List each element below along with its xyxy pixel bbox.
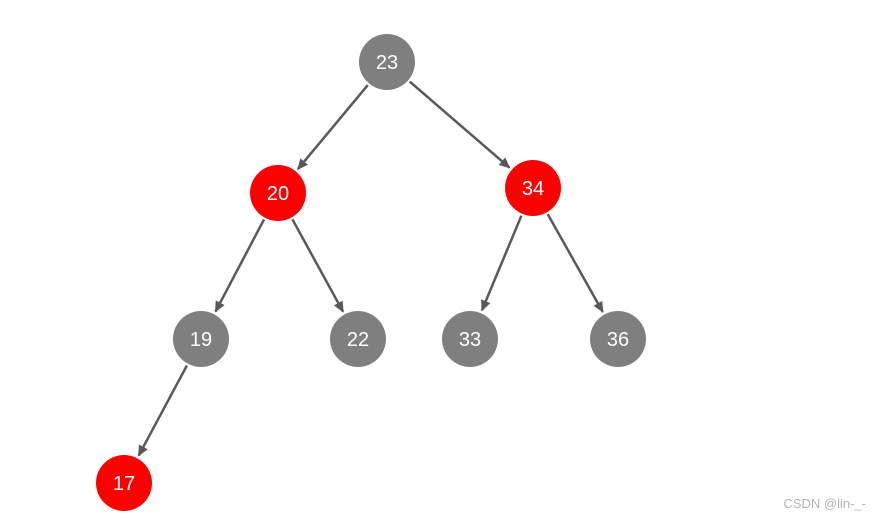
node-circle-black (330, 311, 386, 367)
tree-node-36: 36 (590, 311, 646, 367)
node-label: 20 (267, 183, 289, 205)
edge-n34-n36 (546, 213, 604, 313)
edge-n20-n19 (214, 218, 266, 313)
node-label: 36 (607, 329, 629, 351)
edge-n19-n17 (137, 364, 189, 457)
tree-node-19: 19 (173, 311, 229, 367)
tree-node-20: 20 (250, 165, 306, 221)
tree-node-17: 17 (96, 455, 152, 511)
node-label: 34 (522, 178, 544, 200)
edge-n34-n33 (480, 215, 523, 312)
node-label: 17 (113, 473, 135, 495)
edge-n23-n20 (296, 84, 369, 170)
node-circle-red (505, 160, 561, 216)
edges-layer (137, 80, 604, 457)
node-label: 23 (376, 52, 398, 74)
tree-node-22: 22 (330, 311, 386, 367)
node-circle-red (96, 455, 152, 511)
tree-node-34: 34 (505, 160, 561, 216)
tree-node-23: 23 (359, 34, 415, 90)
node-circle-black (590, 311, 646, 367)
node-label: 22 (347, 329, 369, 351)
nodes-layer: 23 20 34 19 22 33 36 17 (96, 34, 646, 511)
tree-node-33: 33 (442, 311, 498, 367)
node-circle-black (442, 311, 498, 367)
node-circle-red (250, 165, 306, 221)
node-circle-black (359, 34, 415, 90)
node-label: 19 (190, 329, 212, 351)
watermark-text: CSDN @lin-_- (783, 496, 866, 511)
edge-n20-n22 (291, 218, 345, 313)
node-circle-black (173, 311, 229, 367)
node-label: 33 (459, 329, 481, 351)
edge-n23-n34 (408, 80, 511, 169)
